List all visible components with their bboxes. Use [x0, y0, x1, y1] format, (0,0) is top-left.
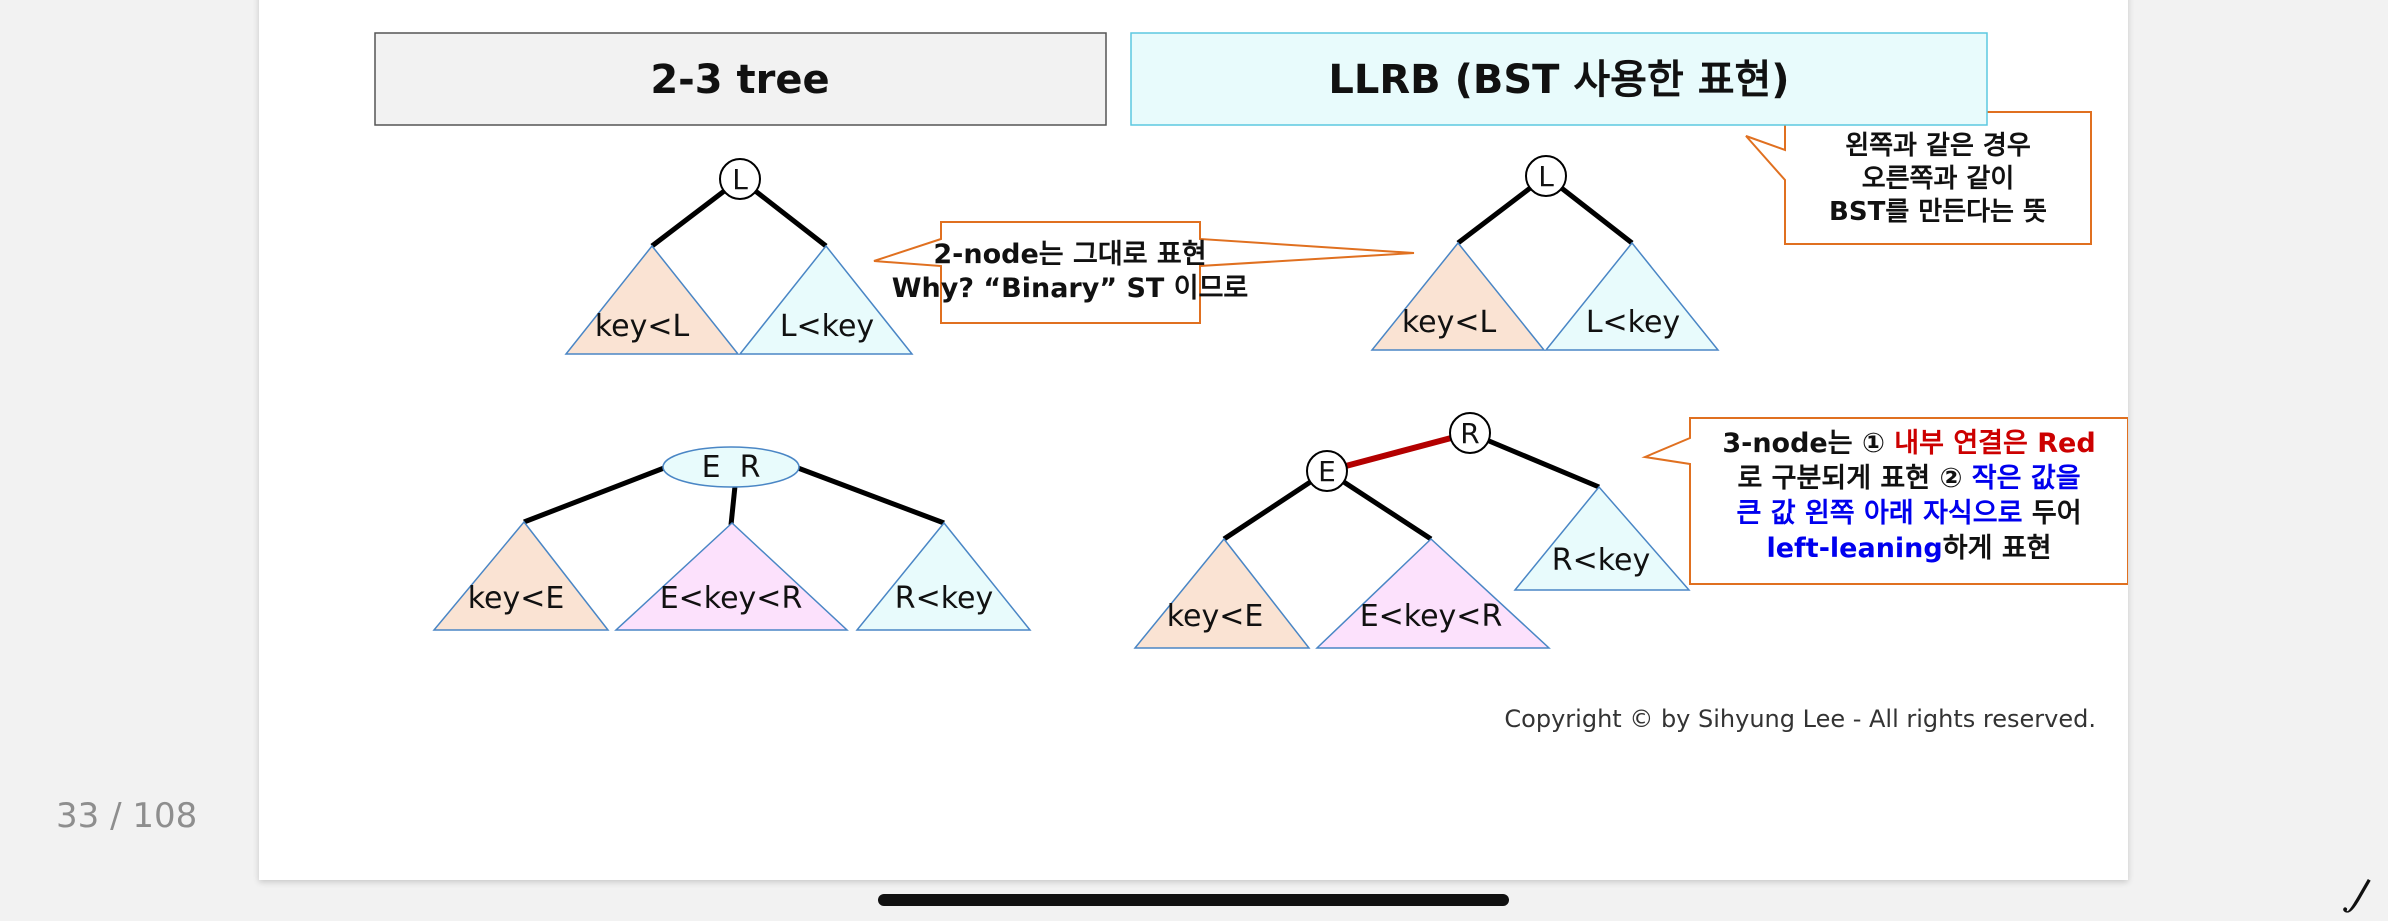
header-left-title: 2-3 tree	[650, 57, 829, 103]
header-right-title: LLRB (BST 사용한 표현)	[1328, 57, 1789, 103]
callout-3node-l2-blue: 작은 값을	[1972, 463, 2081, 494]
callout-3node-l1-black: 3-node는 ①	[1722, 428, 1894, 459]
right-2node-left-subtree	[1370, 241, 1546, 351]
callout-3node-line1: 3-node는 ① 내부 연결은 Red	[1722, 428, 2095, 459]
left-2node-right-subtree	[738, 244, 914, 355]
callout-3node-line4: left-leaning하게 표현	[1766, 533, 2051, 564]
left-3node-left-subtree	[432, 520, 610, 631]
slide: 2-3 tree LLRB (BST 사용한 표현) 왼쪽과 같은 경우 오른쪽…	[259, 0, 2128, 880]
red-link	[1326, 430, 1471, 474]
left-3node-middle-label: E<key<R	[660, 581, 803, 616]
right-3node-node-r	[1449, 412, 1491, 454]
left-2node-node	[719, 158, 761, 200]
callout-3node-l4-blue: left-leaning	[1766, 533, 1942, 564]
callout-middle-line1: 2-node는 그대로 표현	[933, 239, 1206, 270]
right-3node-node-r-label: R	[1460, 417, 1479, 450]
left-3node-left-label: key<E	[468, 581, 565, 616]
right-3node-middle-label: E<key<R	[1360, 599, 1503, 634]
left-2node-group: L key<L L<key	[564, 158, 914, 355]
callout-3node-line2: 로 구분되게 표현 ② 작은 값을	[1737, 463, 2080, 494]
left-3node-group: E R key<E E<key<R R<key	[432, 446, 1032, 631]
left-3node-node-label: E R	[702, 450, 761, 485]
copyright-text: Copyright © by Sihyung Lee - All rights …	[1504, 705, 2096, 733]
home-indicator[interactable]	[878, 894, 1509, 906]
left-3node-middle-subtree	[614, 521, 849, 631]
callout-3node-l1-red: 내부 연결은 Red	[1894, 428, 2095, 459]
right-2node-group: L key<L L<key	[1370, 155, 1720, 351]
header-box-right	[1130, 32, 1988, 126]
callout-3node-l3-black: 두어	[2022, 498, 2081, 529]
page-counter: 33 / 108	[56, 796, 198, 836]
right-3node-middle-subtree	[1315, 537, 1551, 649]
left-3node-right-subtree	[855, 521, 1032, 631]
left-2node-right-label: L<key	[780, 309, 874, 344]
right-3node-left-subtree	[1133, 537, 1311, 649]
callout-top-right-line2: 오른쪽과 같이	[1862, 164, 2015, 194]
left-2node-node-label: L	[732, 163, 748, 196]
right-2node-right-label: L<key	[1586, 305, 1680, 340]
callout-middle-box	[873, 221, 1415, 324]
callout-top-right-line1: 왼쪽과 같은 경우	[1845, 131, 2031, 161]
left-2node-left-label: key<L	[595, 309, 690, 344]
slide-canvas: 2-3 tree LLRB (BST 사용한 표현) 왼쪽과 같은 경우 오른쪽…	[374, 32, 2128, 733]
right-2node-right-subtree	[1544, 241, 1720, 351]
callout-middle-line2: Why? “Binary” ST 이므로	[892, 273, 1249, 304]
right-3node-group: E R key<E E<key<R R<key	[1133, 412, 1691, 649]
right-3node-node-e	[1306, 450, 1348, 492]
right-3node-right-label: R<key	[1552, 543, 1651, 578]
left-3node-node	[662, 446, 800, 488]
right-3node-node-e-label: E	[1318, 455, 1336, 488]
callout-3node-line3: 큰 값 왼쪽 아래 자식으로 두어	[1736, 498, 2081, 529]
right-2node-node-label: L	[1538, 160, 1554, 193]
left-3node-right-label: R<key	[895, 581, 994, 616]
right-2node-node	[1525, 155, 1567, 197]
callout-3node-l4-black: 하게 표현	[1943, 533, 2052, 564]
right-2node-left-label: key<L	[1402, 305, 1497, 340]
right-3node-left-label: key<E	[1167, 599, 1264, 634]
callout-3node-l2-black: 로 구분되게 표현 ②	[1737, 463, 1971, 494]
pencil-hook-icon[interactable]: ⌡	[2341, 876, 2377, 920]
callout-3node-l3-blue: 큰 값 왼쪽 아래 자식으로	[1736, 498, 2022, 529]
callout-3node-box	[1641, 417, 2128, 585]
header-box-left	[374, 32, 1107, 126]
callout-top-right-line3: BST를 만든다는 뜻	[1829, 197, 2047, 227]
right-3node-right-subtree	[1513, 485, 1691, 591]
left-2node-left-subtree	[564, 244, 740, 355]
callout-top-right-box	[1745, 111, 2092, 245]
